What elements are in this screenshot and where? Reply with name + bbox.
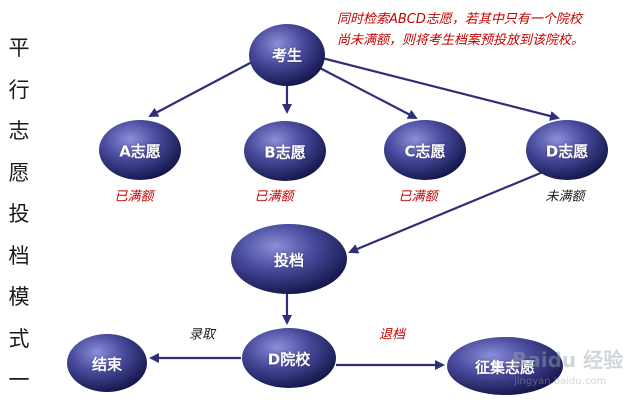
watermark-sub: jingyan.baidu.com [514, 376, 607, 387]
arrow-examinee-to-c [315, 65, 418, 119]
node-choice-a [99, 120, 181, 180]
node-end [67, 334, 147, 392]
node-submit [231, 224, 347, 294]
node-examinee [249, 24, 325, 86]
arrow-examinee-to-d [321, 56, 560, 121]
vertical-title: 平行志愿投档模式一 [8, 36, 30, 392]
label-submit: 投档 [273, 251, 305, 270]
label-choice-c: C志愿 [404, 142, 446, 161]
label-choice-d: D志愿 [545, 142, 589, 161]
node-extra-round [447, 337, 563, 395]
status-d: 未满额 [545, 189, 585, 205]
label-choice-a: A志愿 [119, 142, 161, 161]
label-end: 结束 [91, 355, 123, 374]
watermark-main: Baidu 经验 [512, 348, 624, 372]
node-choice-b [244, 121, 326, 181]
label-school-d: D院校 [267, 350, 311, 369]
edge-label-admit: 录取 [188, 327, 216, 343]
label-examinee: 考生 [271, 46, 303, 65]
node-choice-c [384, 120, 466, 180]
arrow-examinee-to-a [148, 61, 253, 117]
status-c: 已满额 [398, 189, 438, 205]
label-choice-b: B志愿 [264, 143, 306, 162]
rule-note: 同时检索ABCD志愿，若其中只有一个院校 尚未满额，则将考生档案预投放到该院校。 [337, 12, 585, 48]
node-choice-d [526, 120, 608, 180]
edge-label-reject: 退档 [378, 327, 406, 343]
status-a: 已满额 [114, 189, 154, 205]
status-b: 已满额 [254, 189, 294, 205]
node-school-d [242, 328, 336, 388]
label-extra-round: 征集志愿 [474, 358, 536, 377]
watermark: Baidu 经验 jingyan.baidu.com [508, 340, 634, 396]
arrow-d-to-submit [348, 170, 544, 254]
